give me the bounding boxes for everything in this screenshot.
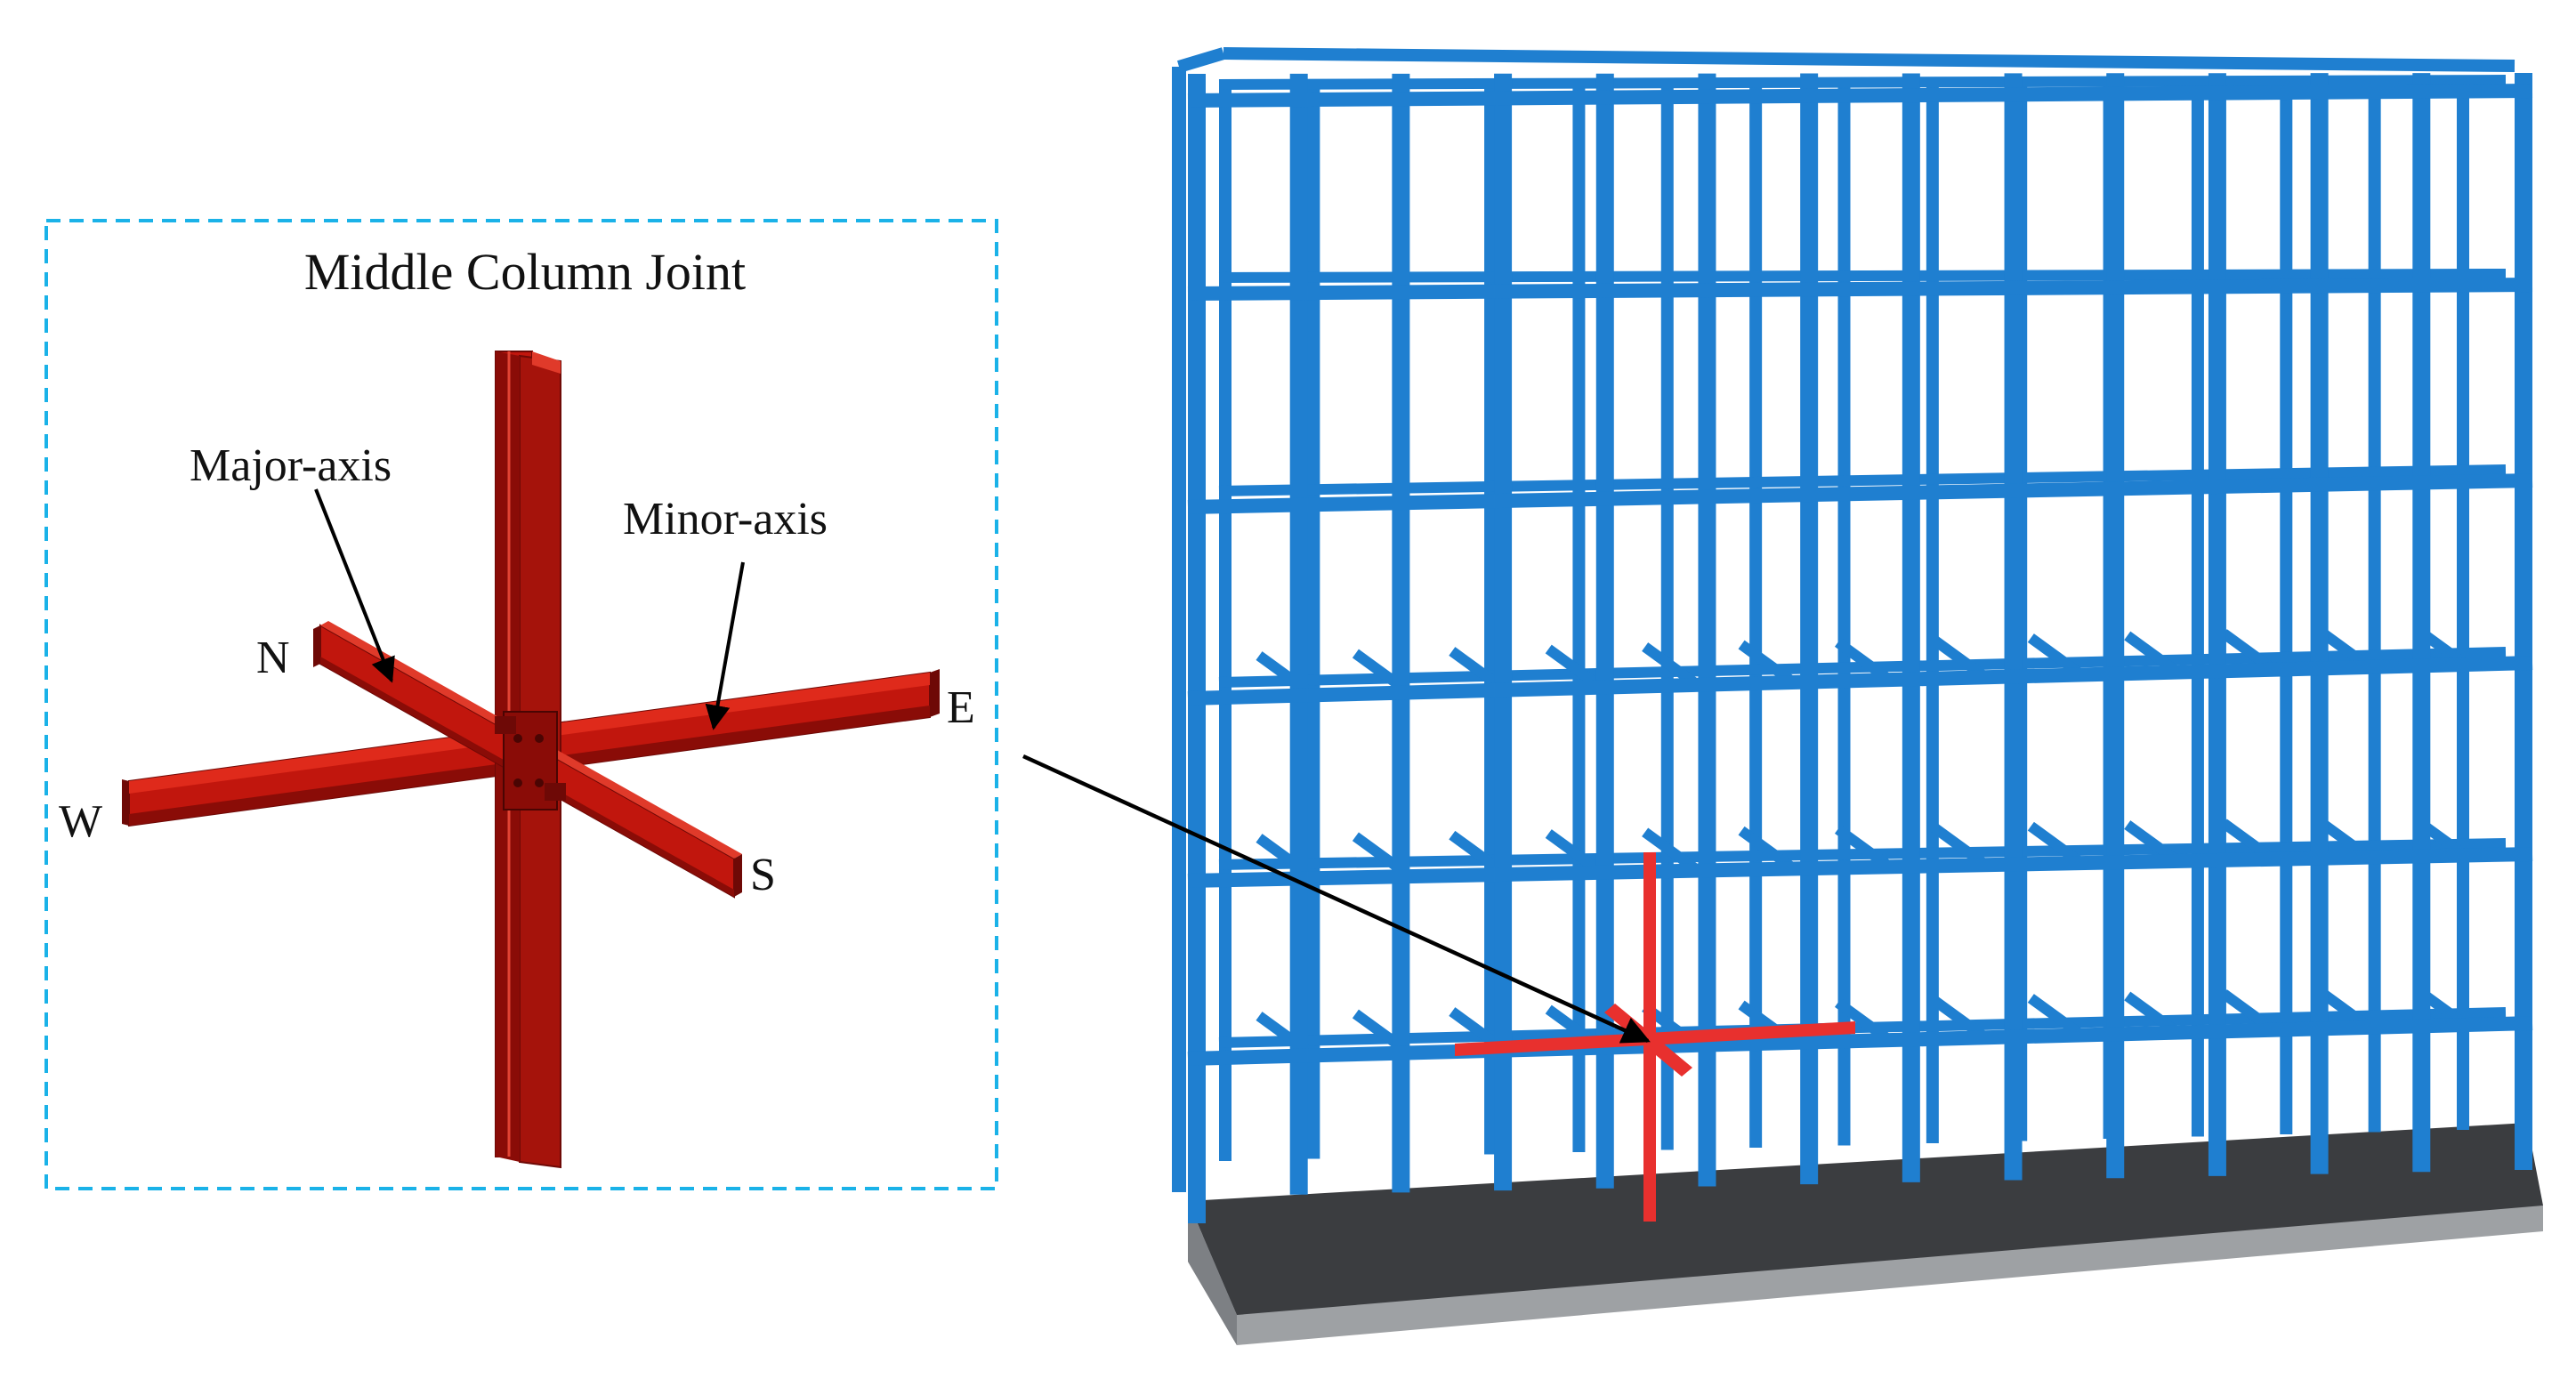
depth-beam	[1449, 830, 1505, 875]
depth-beam	[1931, 635, 1987, 681]
depth-beam	[1834, 998, 1891, 1043]
direction-n: N	[256, 633, 290, 683]
front-beam	[1187, 473, 2533, 514]
depth-beam	[1545, 829, 1601, 874]
front-beam	[1187, 278, 2533, 301]
minor-axis-leader	[705, 561, 745, 730]
front-beam	[1187, 847, 2533, 888]
direction-e: E	[947, 682, 975, 733]
depth-beam	[2124, 631, 2180, 676]
back-beam	[1218, 269, 2507, 283]
depth-beam	[1738, 640, 1794, 685]
back-beam	[1218, 464, 2507, 496]
steel-frame-3d	[1172, 47, 2543, 1345]
depth-beam	[1738, 826, 1794, 871]
inset-title: Middle Column Joint	[304, 243, 746, 301]
depth-beam	[1449, 1007, 1505, 1052]
depth-beam	[2027, 821, 2083, 867]
depth-beam	[1642, 642, 1698, 687]
depth-beam	[1545, 644, 1601, 690]
back-beam	[1218, 838, 2507, 870]
joint-detail-inset: Middle Column Joint	[44, 219, 998, 1190]
inset-dashed-border	[44, 219, 998, 1190]
major-axis-label: Major-axis	[190, 440, 392, 491]
depth-beam	[1931, 996, 1987, 1041]
front-beam	[1187, 1016, 2533, 1066]
minor-axis-label: Minor-axis	[623, 494, 828, 544]
depth-beam	[1834, 825, 1891, 869]
direction-w: W	[59, 796, 102, 847]
depth-beam	[1642, 827, 1698, 873]
base-slab-top	[1188, 1123, 2543, 1315]
connection-arrow	[1022, 754, 1651, 1044]
front-beam	[1187, 656, 2533, 706]
back-beam	[1218, 75, 2507, 90]
back-beam	[1218, 1007, 2507, 1048]
top-depth-beam	[1176, 47, 1226, 73]
major-axis-leader	[314, 488, 395, 683]
back-beam	[1218, 647, 2507, 688]
depth-beam	[2027, 994, 2083, 1038]
depth-beam	[2124, 991, 2180, 1036]
depth-beam	[2027, 633, 2083, 678]
depth-beam	[1834, 638, 1891, 682]
depth-beam	[1449, 647, 1505, 691]
depth-beam	[1931, 823, 1987, 868]
top-roof-beam	[1223, 47, 2515, 72]
front-beam	[1187, 84, 2533, 108]
direction-s: S	[750, 850, 776, 900]
frame-front-layer	[1172, 47, 2533, 1223]
joint-connection	[495, 711, 566, 810]
